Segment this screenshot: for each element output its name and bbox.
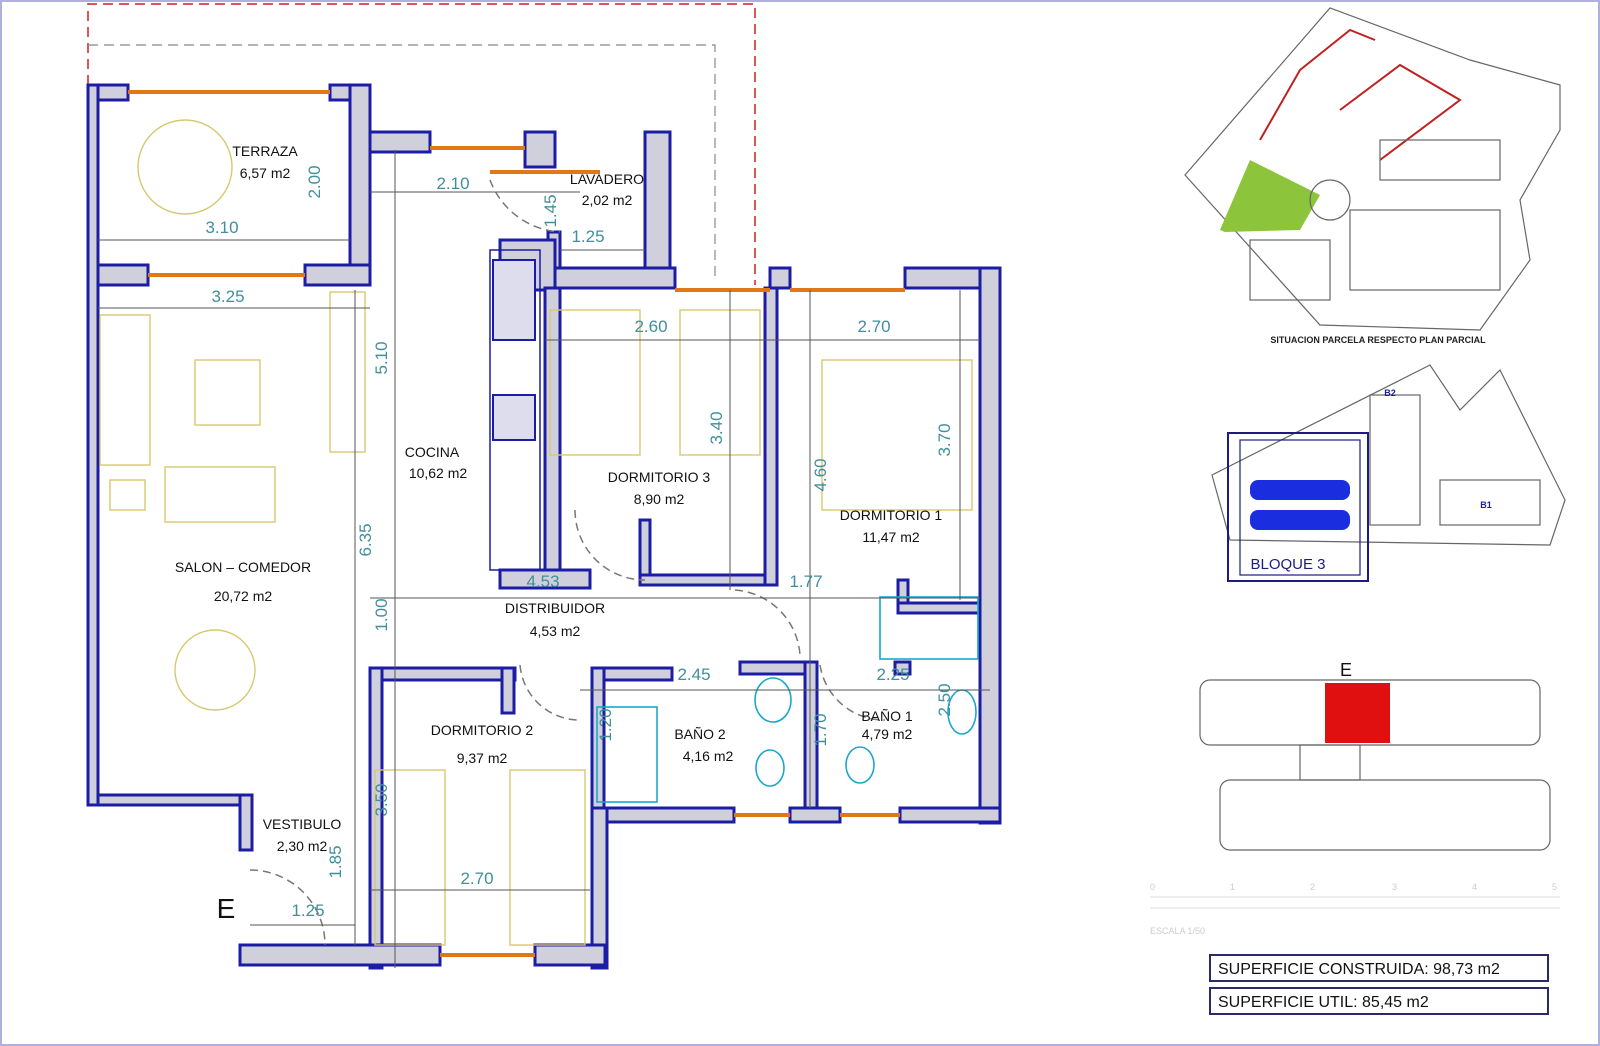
dim-label: 1.77 [789, 572, 822, 591]
room-labels: TERRAZA 6,57 m2 LAVADERO 2,02 m2 COCINA … [175, 143, 942, 924]
dim-label: 2.70 [857, 317, 890, 336]
windows [128, 90, 905, 957]
area-summary: SUPERFICIE CONSTRUIDA: 98,73 m2 SUPERFIC… [1209, 954, 1549, 1015]
room-area-dormitorio-3: 8,90 m2 [634, 491, 685, 507]
dim-label: 1.85 [326, 845, 345, 878]
door-swings [249, 179, 886, 946]
dim-label: 2.45 [677, 665, 710, 684]
walls [86, 83, 1002, 970]
selected-block-label: BLOQUE 3 [1250, 556, 1325, 573]
room-name-distribuidor: DISTRIBUIDOR [505, 600, 605, 616]
room-area-salon-comedor: 20,72 m2 [214, 588, 273, 604]
room-area-terraza: 6,57 m2 [240, 165, 291, 181]
room-area-lavadero: 2,02 m2 [582, 192, 633, 208]
dim-label: 3.25 [211, 287, 244, 306]
dim-label: 3.50 [372, 783, 391, 816]
dim-label: 2.10 [436, 174, 469, 193]
dim-label: 1.70 [811, 713, 830, 746]
dim-label: 1.00 [372, 598, 391, 631]
room-name-lavadero: LAVADERO [570, 171, 644, 187]
entrance-marker: E [217, 893, 236, 924]
site-highlight [1220, 160, 1320, 232]
scale-tick: 0 [1150, 882, 1155, 892]
dim-label: 1.25 [291, 901, 324, 920]
dim-label: 4.53 [526, 572, 559, 591]
room-name-dormitorio-3: DORMITORIO 3 [608, 469, 711, 485]
site-plan-caption: SITUACION PARCELA RESPECTO PLAN PARCIAL [1270, 335, 1486, 345]
dim-label: 3.10 [205, 218, 238, 237]
site-plan: SITUACION PARCELA RESPECTO PLAN PARCIAL [1184, 7, 1561, 345]
dim-label: 2.60 [634, 317, 667, 336]
scale-bar: 0 1 2 3 4 5 ESCALA 1/50 [1150, 882, 1560, 936]
dim-label: 1.25 [571, 227, 604, 246]
dim-label: 2.00 [305, 165, 324, 198]
dim-label: 1.45 [541, 194, 560, 227]
scale-tick: 2 [1310, 882, 1315, 892]
room-name-bano-1: BAÑO 1 [861, 708, 913, 724]
room-area-bano-2: 4,16 m2 [683, 748, 734, 764]
dim-label: 4.60 [811, 458, 830, 491]
room-area-dormitorio-2: 9,37 m2 [457, 750, 508, 766]
dim-label: 1.20 [596, 708, 615, 741]
dim-label: 2.50 [935, 683, 954, 716]
room-name-dormitorio-1: DORMITORIO 1 [840, 507, 943, 523]
room-area-distribuidor: 4,53 m2 [530, 623, 581, 639]
room-name-cocina: COCINA [405, 444, 460, 460]
block-label-b3: B3 [1291, 500, 1303, 510]
floor-key-marker: E [1340, 660, 1352, 680]
dim-label: 6.35 [356, 523, 375, 556]
dim-label: 2.70 [460, 869, 493, 888]
floor-key-plan: E [1199, 660, 1551, 851]
scale-label: ESCALA 1/50 [1150, 926, 1205, 936]
usable-area: SUPERFICIE UTIL: 85,45 m2 [1218, 994, 1429, 1011]
sanitary-fixtures [596, 596, 979, 803]
scale-tick: 5 [1552, 882, 1557, 892]
built-area: SUPERFICIE CONSTRUIDA: 98,73 m2 [1218, 961, 1500, 978]
room-name-terraza: TERRAZA [232, 143, 298, 159]
room-area-dormitorio-1: 11,47 m2 [862, 529, 920, 545]
block-label-b1: B1 [1480, 500, 1492, 510]
furniture [99, 119, 973, 946]
scale-tick: 1 [1230, 882, 1235, 892]
room-area-cocina: 10,62 m2 [409, 465, 468, 481]
room-name-dormitorio-2: DORMITORIO 2 [431, 722, 534, 738]
dim-label: 3.40 [707, 411, 726, 444]
dimension-labels: 2.00 3.10 2.10 1.45 1.25 3.25 2.60 2.70 … [205, 165, 954, 920]
room-name-bano-2: BAÑO 2 [674, 726, 726, 742]
dim-label: 3.70 [935, 423, 954, 456]
dim-label: 2.25 [876, 665, 909, 684]
block-label-b2: B2 [1384, 388, 1396, 398]
scale-tick: 3 [1392, 882, 1397, 892]
room-name-salon-comedor: SALON – COMEDOR [175, 559, 311, 575]
room-area-bano-1: 4,79 m2 [862, 726, 913, 742]
plot-boundary [87, 3, 756, 805]
apartment-highlight [1325, 683, 1390, 743]
scale-tick: 4 [1472, 882, 1477, 892]
dimension-lines [98, 150, 990, 968]
dim-label: 5.10 [372, 341, 391, 374]
block-plan: B2 B3 B1 BLOQUE 3 [1211, 364, 1566, 582]
room-name-vestibulo: VESTIBULO [263, 816, 342, 832]
room-area-vestibulo: 2,30 m2 [277, 838, 328, 854]
